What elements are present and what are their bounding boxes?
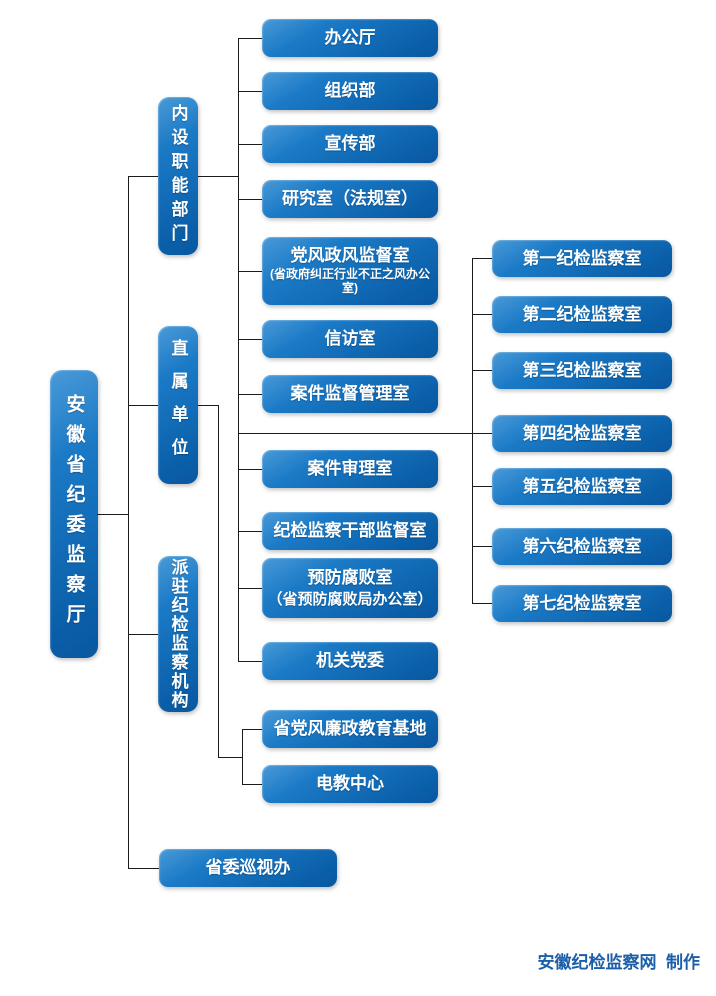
line-stub-party-committee xyxy=(238,661,262,662)
line-stub-education-base xyxy=(242,729,262,730)
line-stub-petition xyxy=(238,339,262,340)
line-stub-organization xyxy=(238,91,262,92)
line-direct-units-descender xyxy=(218,405,219,757)
line-stub-corruption-prevention xyxy=(238,588,262,589)
node-petition-office: 信访室 xyxy=(262,320,438,358)
line-trunk-to-internal xyxy=(128,176,158,177)
node-corruption-prevention-office: 预防腐败室 （省预防腐败局办公室） xyxy=(262,558,438,618)
node-inspection-office-2: 第二纪检监察室 xyxy=(492,296,672,333)
node-branch-dispatched-agencies: 派驻纪检监察机构 xyxy=(158,556,198,712)
node-party-conduct-supervision-office: 党风政风监督室 (省政府纠正行业不正之风办公室) xyxy=(262,237,438,305)
node-clean-governance-education-base: 省党风廉政教育基地 xyxy=(262,710,438,748)
line-trunk xyxy=(128,176,129,868)
node-provincial-inspection-tour-office: 省委巡视办 xyxy=(159,849,337,887)
line-inspection-distributor xyxy=(472,258,473,603)
line-trunk-to-direct-units xyxy=(128,405,158,406)
node-organization-department: 组织部 xyxy=(262,72,438,110)
node-research-office: 研究室（法规室） xyxy=(262,180,438,218)
node-inspection-office-3: 第三纪检监察室 xyxy=(492,352,672,389)
line-stub-office-3 xyxy=(472,370,492,371)
line-descender-junction xyxy=(218,757,242,758)
node-inspection-office-7: 第七纪检监察室 xyxy=(492,585,672,622)
line-stub-e-education-center xyxy=(242,784,262,785)
node-case-supervision-management-office: 案件监督管理室 xyxy=(262,375,438,413)
node-organ-party-committee: 机关党委 xyxy=(262,642,438,680)
line-stub-research xyxy=(238,199,262,200)
node-publicity-department: 宣传部 xyxy=(262,125,438,163)
line-stub-cadre-supervision xyxy=(238,531,262,532)
line-root-to-trunk xyxy=(97,514,128,515)
node-e-education-center: 电教中心 xyxy=(262,765,438,803)
node-case-review-office: 案件审理室 xyxy=(262,450,438,488)
node-inspection-office-1: 第一纪检监察室 xyxy=(492,240,672,277)
line-stub-case-supervision xyxy=(238,394,262,395)
node-inspection-office-6: 第六纪检监察室 xyxy=(492,528,672,565)
node-label: 党风政风监督室 xyxy=(290,245,410,265)
node-root-anhui-discipline-commission: 安徽省纪委监察厅 xyxy=(50,370,98,658)
node-sublabel: （省预防腐败局办公室） xyxy=(267,591,433,609)
line-stub-general-office xyxy=(238,38,262,39)
line-stub-publicity xyxy=(238,144,262,145)
line-feeder-inspection-offices xyxy=(238,433,492,434)
line-stub-conduct-supervision xyxy=(238,271,262,272)
node-branch-internal-departments: 内设职能部门 xyxy=(158,97,198,255)
line-stub-office-7 xyxy=(472,603,492,604)
node-label: 预防腐败室 xyxy=(307,567,393,587)
footer-credit: 安徽纪检监察网 制作 xyxy=(537,953,700,972)
line-stub-case-review xyxy=(238,469,262,470)
line-direct-units-to-descender xyxy=(198,405,218,406)
line-stub-office-6 xyxy=(472,546,492,547)
node-branch-direct-units: 直属单位 xyxy=(158,326,198,484)
line-affiliated-distributor xyxy=(242,729,243,784)
node-inspection-office-5: 第五纪检监察室 xyxy=(492,468,672,505)
line-stub-office-2 xyxy=(472,314,492,315)
line-stub-office-1 xyxy=(472,258,492,259)
node-cadre-supervision-office: 纪检监察干部监督室 xyxy=(262,512,438,550)
line-internal-distributor xyxy=(238,38,239,661)
line-trunk-to-inspection-tour-office xyxy=(128,868,159,869)
node-sublabel: (省政府纠正行业不正之风办公室) xyxy=(270,267,430,296)
line-trunk-to-dispatched xyxy=(128,634,158,635)
line-stub-office-5 xyxy=(472,486,492,487)
node-inspection-office-4: 第四纪检监察室 xyxy=(492,415,672,452)
line-internal-to-distributor xyxy=(198,176,238,177)
node-general-office: 办公厅 xyxy=(262,19,438,57)
